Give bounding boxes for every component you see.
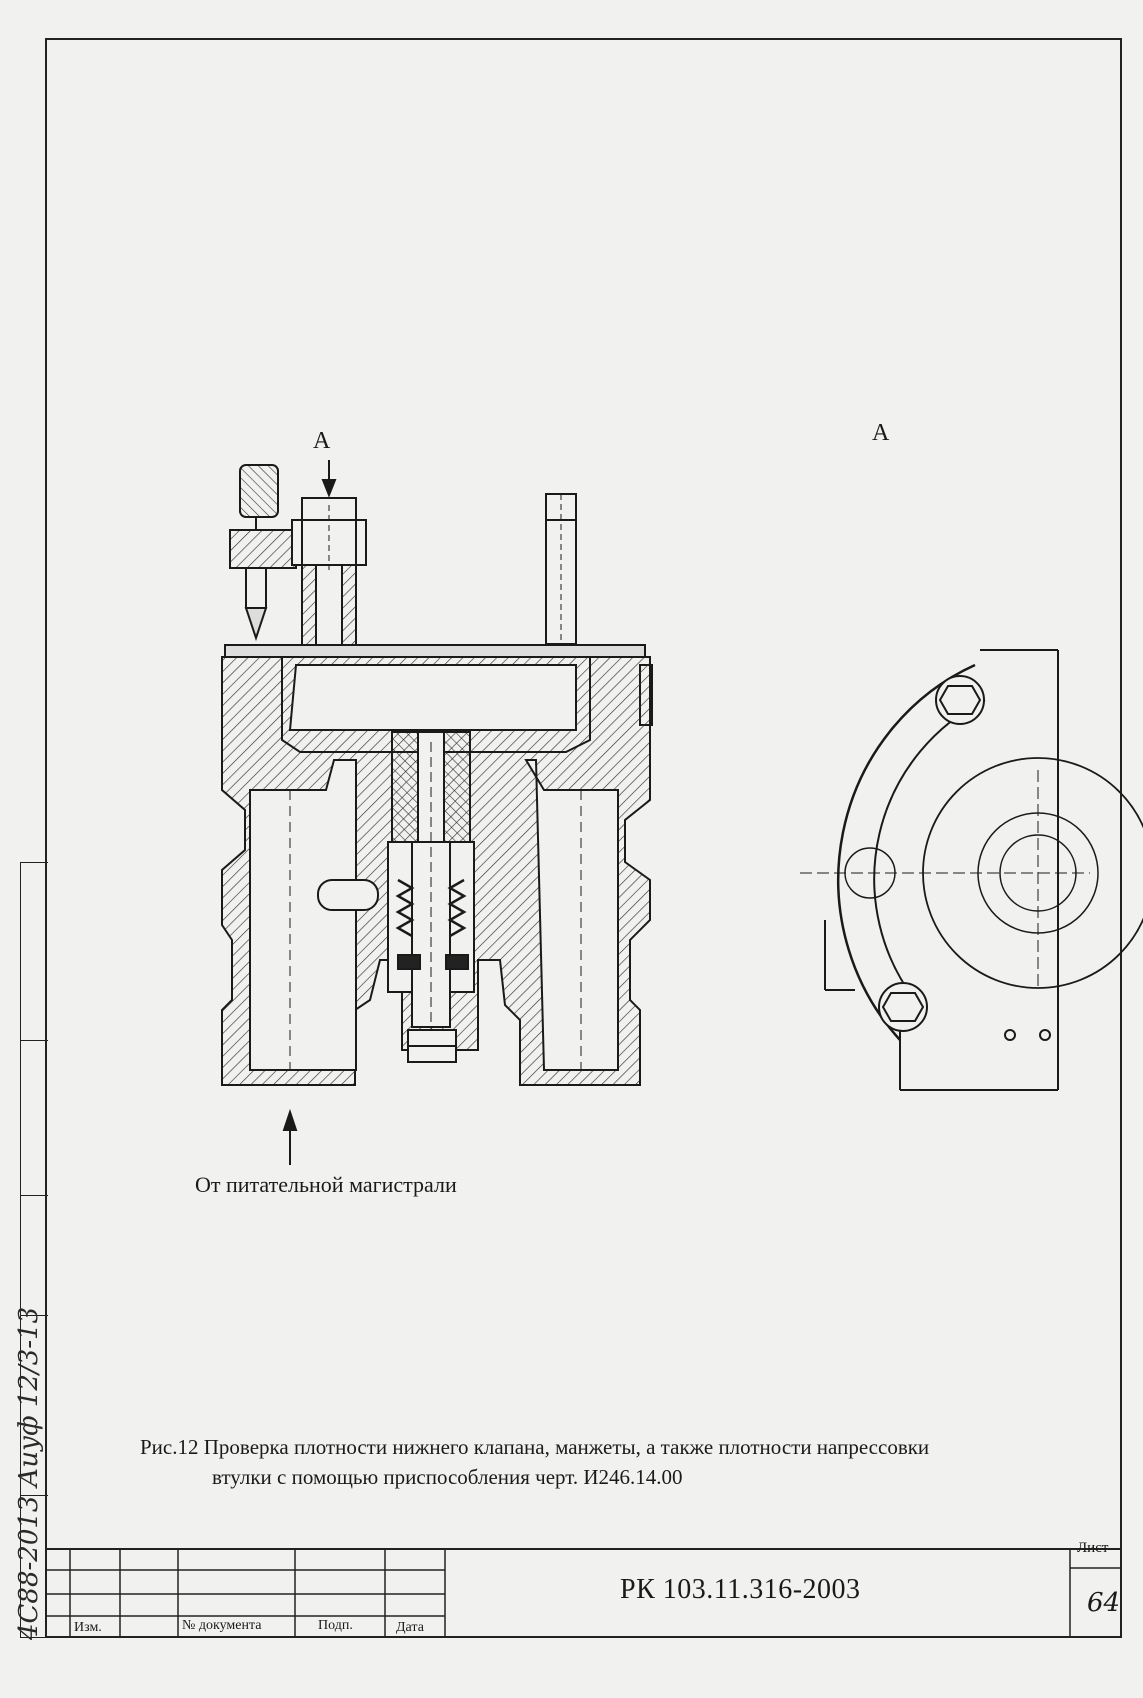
title-block-date: Дата xyxy=(396,1620,424,1635)
section-view xyxy=(221,460,653,1165)
view-label-a: A xyxy=(872,420,890,446)
side-strip-divider xyxy=(20,1315,48,1316)
figure-caption: Рис.12 Проверка плотности нижнего клапан… xyxy=(140,1432,1100,1492)
figure-caption-line2: втулки с помощью приспособления черт. И2… xyxy=(212,1465,683,1489)
title-block xyxy=(45,1548,1122,1638)
supply-line-label: От питательной магистрали xyxy=(195,1172,457,1197)
side-strip-divider xyxy=(20,1040,48,1041)
title-block-sign: Подп. xyxy=(318,1618,353,1633)
sheet-label: Лист xyxy=(1077,1540,1109,1556)
document-number: РК 103.11.316-2003 xyxy=(620,1574,861,1605)
side-strip-divider xyxy=(20,1195,48,1196)
drawing-frame xyxy=(45,38,1122,1638)
title-block-doc: № документа xyxy=(182,1618,262,1633)
figure-caption-line1: Рис.12 Проверка плотности нижнего клапан… xyxy=(140,1435,930,1459)
end-view-a xyxy=(800,649,1143,1091)
knurled-knob xyxy=(239,464,279,518)
side-strip-divider xyxy=(20,1495,48,1496)
side-strip xyxy=(20,862,48,1638)
sheet-number: 64 xyxy=(1087,1588,1121,1618)
section-label-a: A xyxy=(313,428,331,454)
title-block-izm: Изм. xyxy=(74,1620,102,1635)
